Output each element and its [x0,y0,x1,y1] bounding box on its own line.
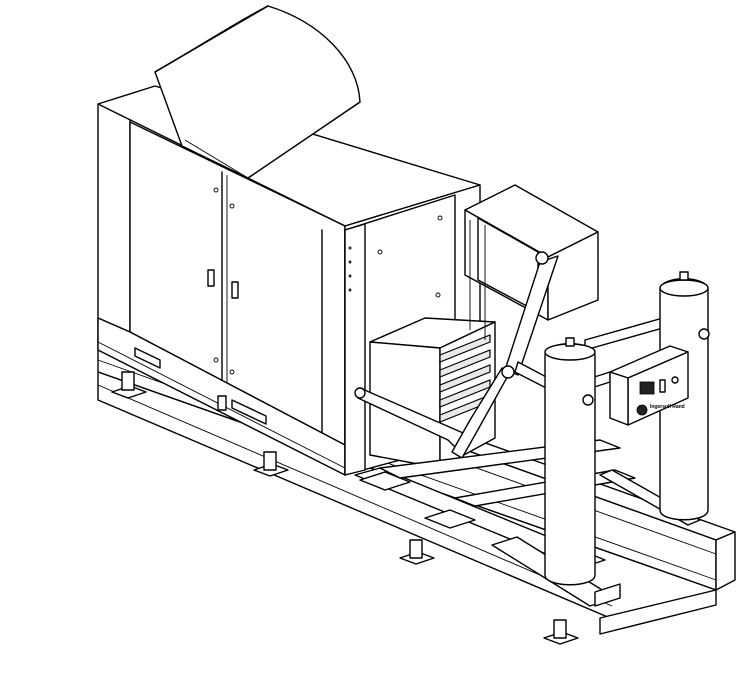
mounting-foot [111,371,147,399]
vent-slot [134,347,161,369]
aftercooler [464,184,599,340]
mounting-foot [253,451,289,477]
intake-hood [154,5,361,179]
mounting-foot [543,619,579,645]
vent-slot [231,399,267,425]
mounting-foot [399,539,435,565]
brand-logo-text: Ingersoll Rand [650,404,685,410]
brand-logo [636,404,648,416]
indicator-lamp [671,376,679,384]
receiver-tank-left [544,337,596,586]
door-handle [231,281,239,299]
control-panel: Ingersoll Rand [609,345,689,426]
display-screen [639,381,655,395]
piping [354,251,671,459]
switch [659,379,666,393]
door-handle [207,269,215,287]
heat-exchanger [369,317,496,469]
mounting-feet [111,371,579,645]
rivet-column [348,246,352,292]
latch [217,395,227,411]
